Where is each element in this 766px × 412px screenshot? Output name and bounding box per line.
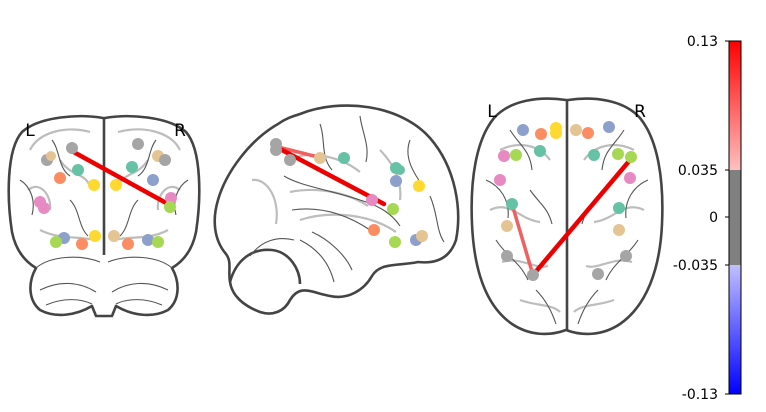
node: [506, 198, 518, 210]
node: [389, 236, 401, 248]
node: [550, 127, 562, 139]
node: [534, 145, 546, 157]
sagittal-brainstem: [228, 248, 302, 285]
node: [517, 124, 529, 136]
node: [110, 179, 122, 191]
node: [159, 154, 171, 166]
node: [570, 124, 582, 136]
node: [625, 151, 637, 163]
node: [54, 172, 66, 184]
coronal-right-label: R: [174, 121, 186, 141]
node: [416, 230, 428, 242]
colorbar: 0.13 0.035 0 -0.035 -0.13: [673, 34, 742, 403]
node: [494, 174, 506, 186]
axial-brain-outline: [470, 97, 664, 336]
node: [501, 220, 513, 232]
coronal-edge-strong: [67, 147, 171, 207]
node: [588, 149, 600, 161]
sagittal-edge-strong: [279, 147, 387, 207]
node: [89, 230, 101, 242]
axial-edge-strong: [530, 157, 633, 278]
node: [387, 203, 399, 215]
coronal-brain-outline: [7, 114, 201, 318]
node: [46, 151, 56, 161]
node: [314, 152, 326, 164]
node: [66, 142, 78, 154]
colorbar-tick-label: -0.035: [673, 258, 718, 274]
node: [368, 224, 380, 236]
colorbar-negative-segment: [729, 265, 741, 394]
axial-left-label: L: [487, 102, 497, 122]
axial-right-label: R: [634, 102, 646, 122]
axial-view: L R: [470, 97, 664, 336]
node: [50, 236, 62, 248]
axial-nodes: [494, 121, 637, 281]
colorbar-tick-label: 0.13: [687, 34, 718, 50]
node: [603, 121, 615, 133]
node: [366, 194, 378, 206]
node: [88, 179, 100, 191]
node: [338, 152, 350, 164]
node: [38, 202, 50, 214]
colorbar-tick-label: -0.13: [682, 387, 718, 403]
node: [126, 161, 138, 173]
colorbar-neutral-segment: [729, 170, 741, 265]
node: [165, 192, 177, 204]
node: [284, 154, 296, 166]
colorbar-tick-label: 0: [709, 210, 718, 226]
node: [390, 175, 402, 187]
node: [142, 234, 154, 246]
node: [612, 148, 624, 160]
node: [164, 201, 176, 213]
node: [624, 172, 636, 184]
node: [535, 128, 547, 140]
node: [72, 164, 84, 176]
node: [498, 150, 510, 162]
coronal-left-label: L: [25, 121, 35, 141]
colorbar-positive-segment: [729, 41, 741, 170]
node: [132, 138, 144, 150]
node: [122, 238, 134, 250]
node: [108, 230, 120, 242]
sagittal-nodes: [270, 138, 428, 248]
node: [613, 202, 625, 214]
coronal-nodes: [34, 138, 177, 250]
node: [413, 180, 425, 192]
coronal-view: L R: [7, 114, 201, 318]
node: [147, 174, 159, 186]
node: [395, 165, 405, 175]
node: [152, 236, 164, 248]
node: [620, 250, 632, 262]
node: [270, 144, 282, 156]
axial-edge-weak: [510, 202, 535, 277]
colorbar-tick-label: 0.035: [678, 163, 718, 179]
node: [501, 250, 513, 262]
node: [510, 149, 522, 161]
colorbar-ticks: [725, 40, 729, 395]
node: [76, 238, 88, 250]
node: [613, 224, 625, 236]
node: [592, 268, 604, 280]
node: [582, 127, 594, 139]
node: [527, 269, 539, 281]
sagittal-view: [213, 104, 460, 315]
sagittal-brain-outline: [213, 104, 460, 315]
